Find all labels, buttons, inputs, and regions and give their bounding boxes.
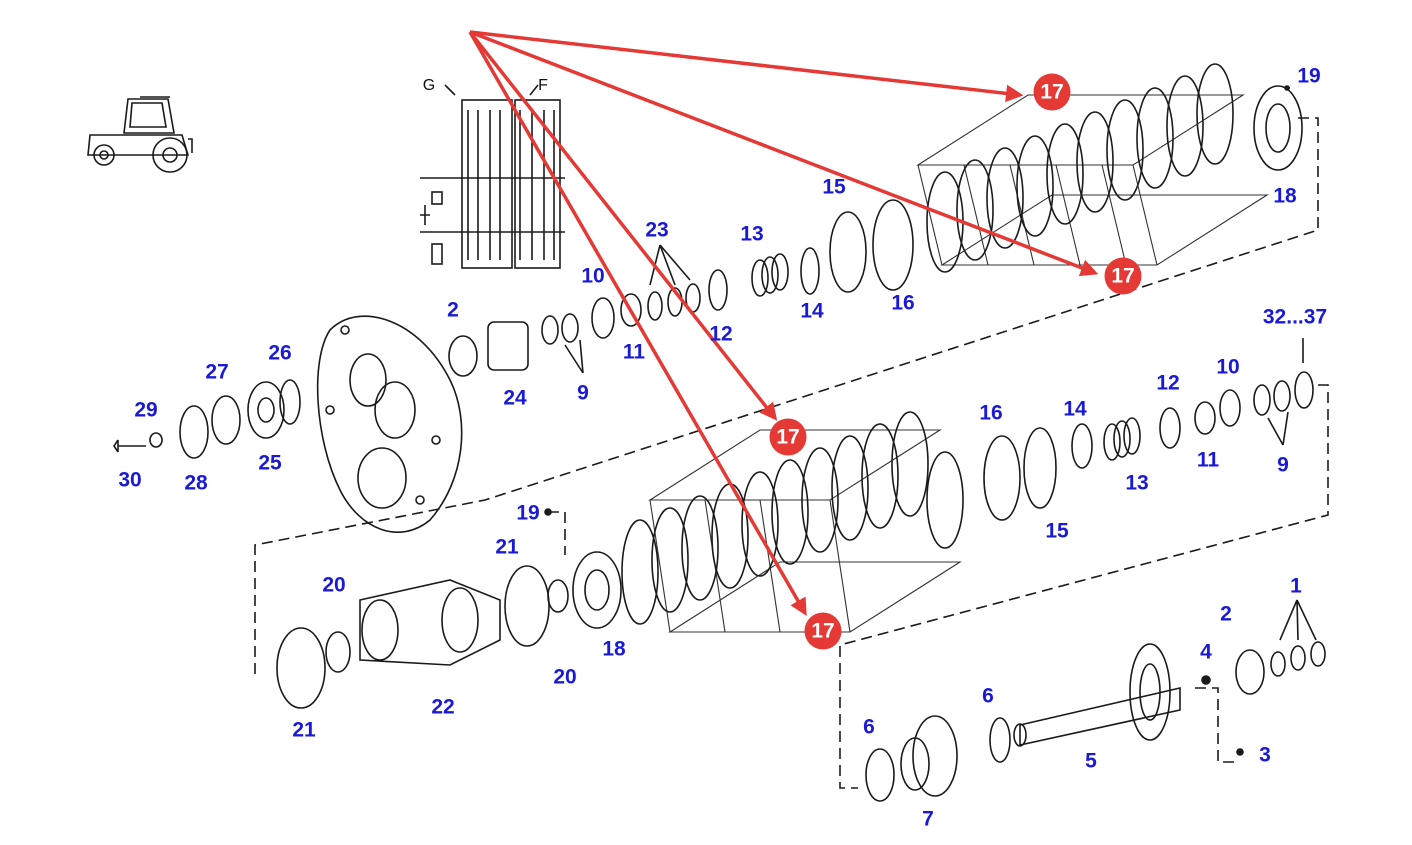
callout-badge: 17: [1033, 73, 1071, 111]
part-label: 12: [1156, 371, 1180, 395]
lower-clutch-pack: [276, 338, 1329, 789]
part-label: 21: [495, 535, 519, 559]
part-label: 2: [447, 298, 459, 322]
part-label: 15: [822, 175, 846, 199]
part-label: 3: [1259, 743, 1271, 767]
part-label: 5: [1085, 749, 1097, 773]
leader-lines: [564, 244, 1289, 446]
part-label: 2: [1220, 602, 1232, 626]
callout-badge: 17: [804, 612, 842, 650]
part-label: 21: [292, 718, 316, 742]
part-label: 24: [503, 386, 527, 410]
callout-arrows: [468, 30, 1099, 617]
part-label: 28: [184, 471, 208, 495]
part-label: 13: [740, 222, 764, 246]
part-label: 15: [1045, 519, 1069, 543]
part-label: 19: [1297, 64, 1321, 88]
part-label: 18: [602, 637, 626, 661]
schematic-label-g: G: [422, 77, 436, 94]
part-label: 10: [581, 264, 605, 288]
shaft-assembly: [544, 85, 1326, 802]
part-label: 13: [1125, 471, 1149, 495]
part-label: 16: [891, 291, 915, 315]
part-label: 27: [205, 360, 229, 384]
part-label: 30: [118, 468, 142, 492]
part-label: 12: [709, 322, 733, 346]
gearbox-schematic-icon: [420, 84, 565, 269]
part-label: 20: [322, 573, 346, 597]
part-label: 19: [516, 501, 540, 525]
part-label: 10: [1216, 355, 1240, 379]
part-label: 16: [979, 401, 1003, 425]
part-label: 11: [622, 340, 646, 364]
part-label: 20: [553, 665, 577, 689]
part-label: 14: [800, 299, 824, 323]
part-label: 14: [1063, 397, 1087, 421]
part-label: 6: [863, 715, 875, 739]
part-label: 18: [1273, 184, 1297, 208]
housing-plate: [316, 315, 463, 534]
part-label: 32...37: [1262, 305, 1328, 329]
left-small-parts: [113, 379, 301, 459]
part-label: 29: [134, 398, 158, 422]
part-label: 6: [982, 684, 994, 708]
part-label: 23: [645, 218, 669, 242]
schematic-label-f: F: [538, 77, 548, 94]
part-label: 11: [1196, 448, 1220, 472]
callout-badge: 17: [769, 418, 807, 456]
part-label: 4: [1200, 640, 1212, 664]
part-label: 1: [1290, 574, 1302, 598]
part-label: 9: [1277, 453, 1289, 477]
callout-badge: 17: [1104, 257, 1142, 295]
part-label: 25: [258, 451, 282, 475]
part-label: 26: [268, 341, 292, 365]
part-label: 7: [922, 807, 934, 831]
part-label: 9: [577, 381, 589, 405]
tractor-icon: [87, 96, 193, 173]
part-label: 22: [431, 695, 455, 719]
